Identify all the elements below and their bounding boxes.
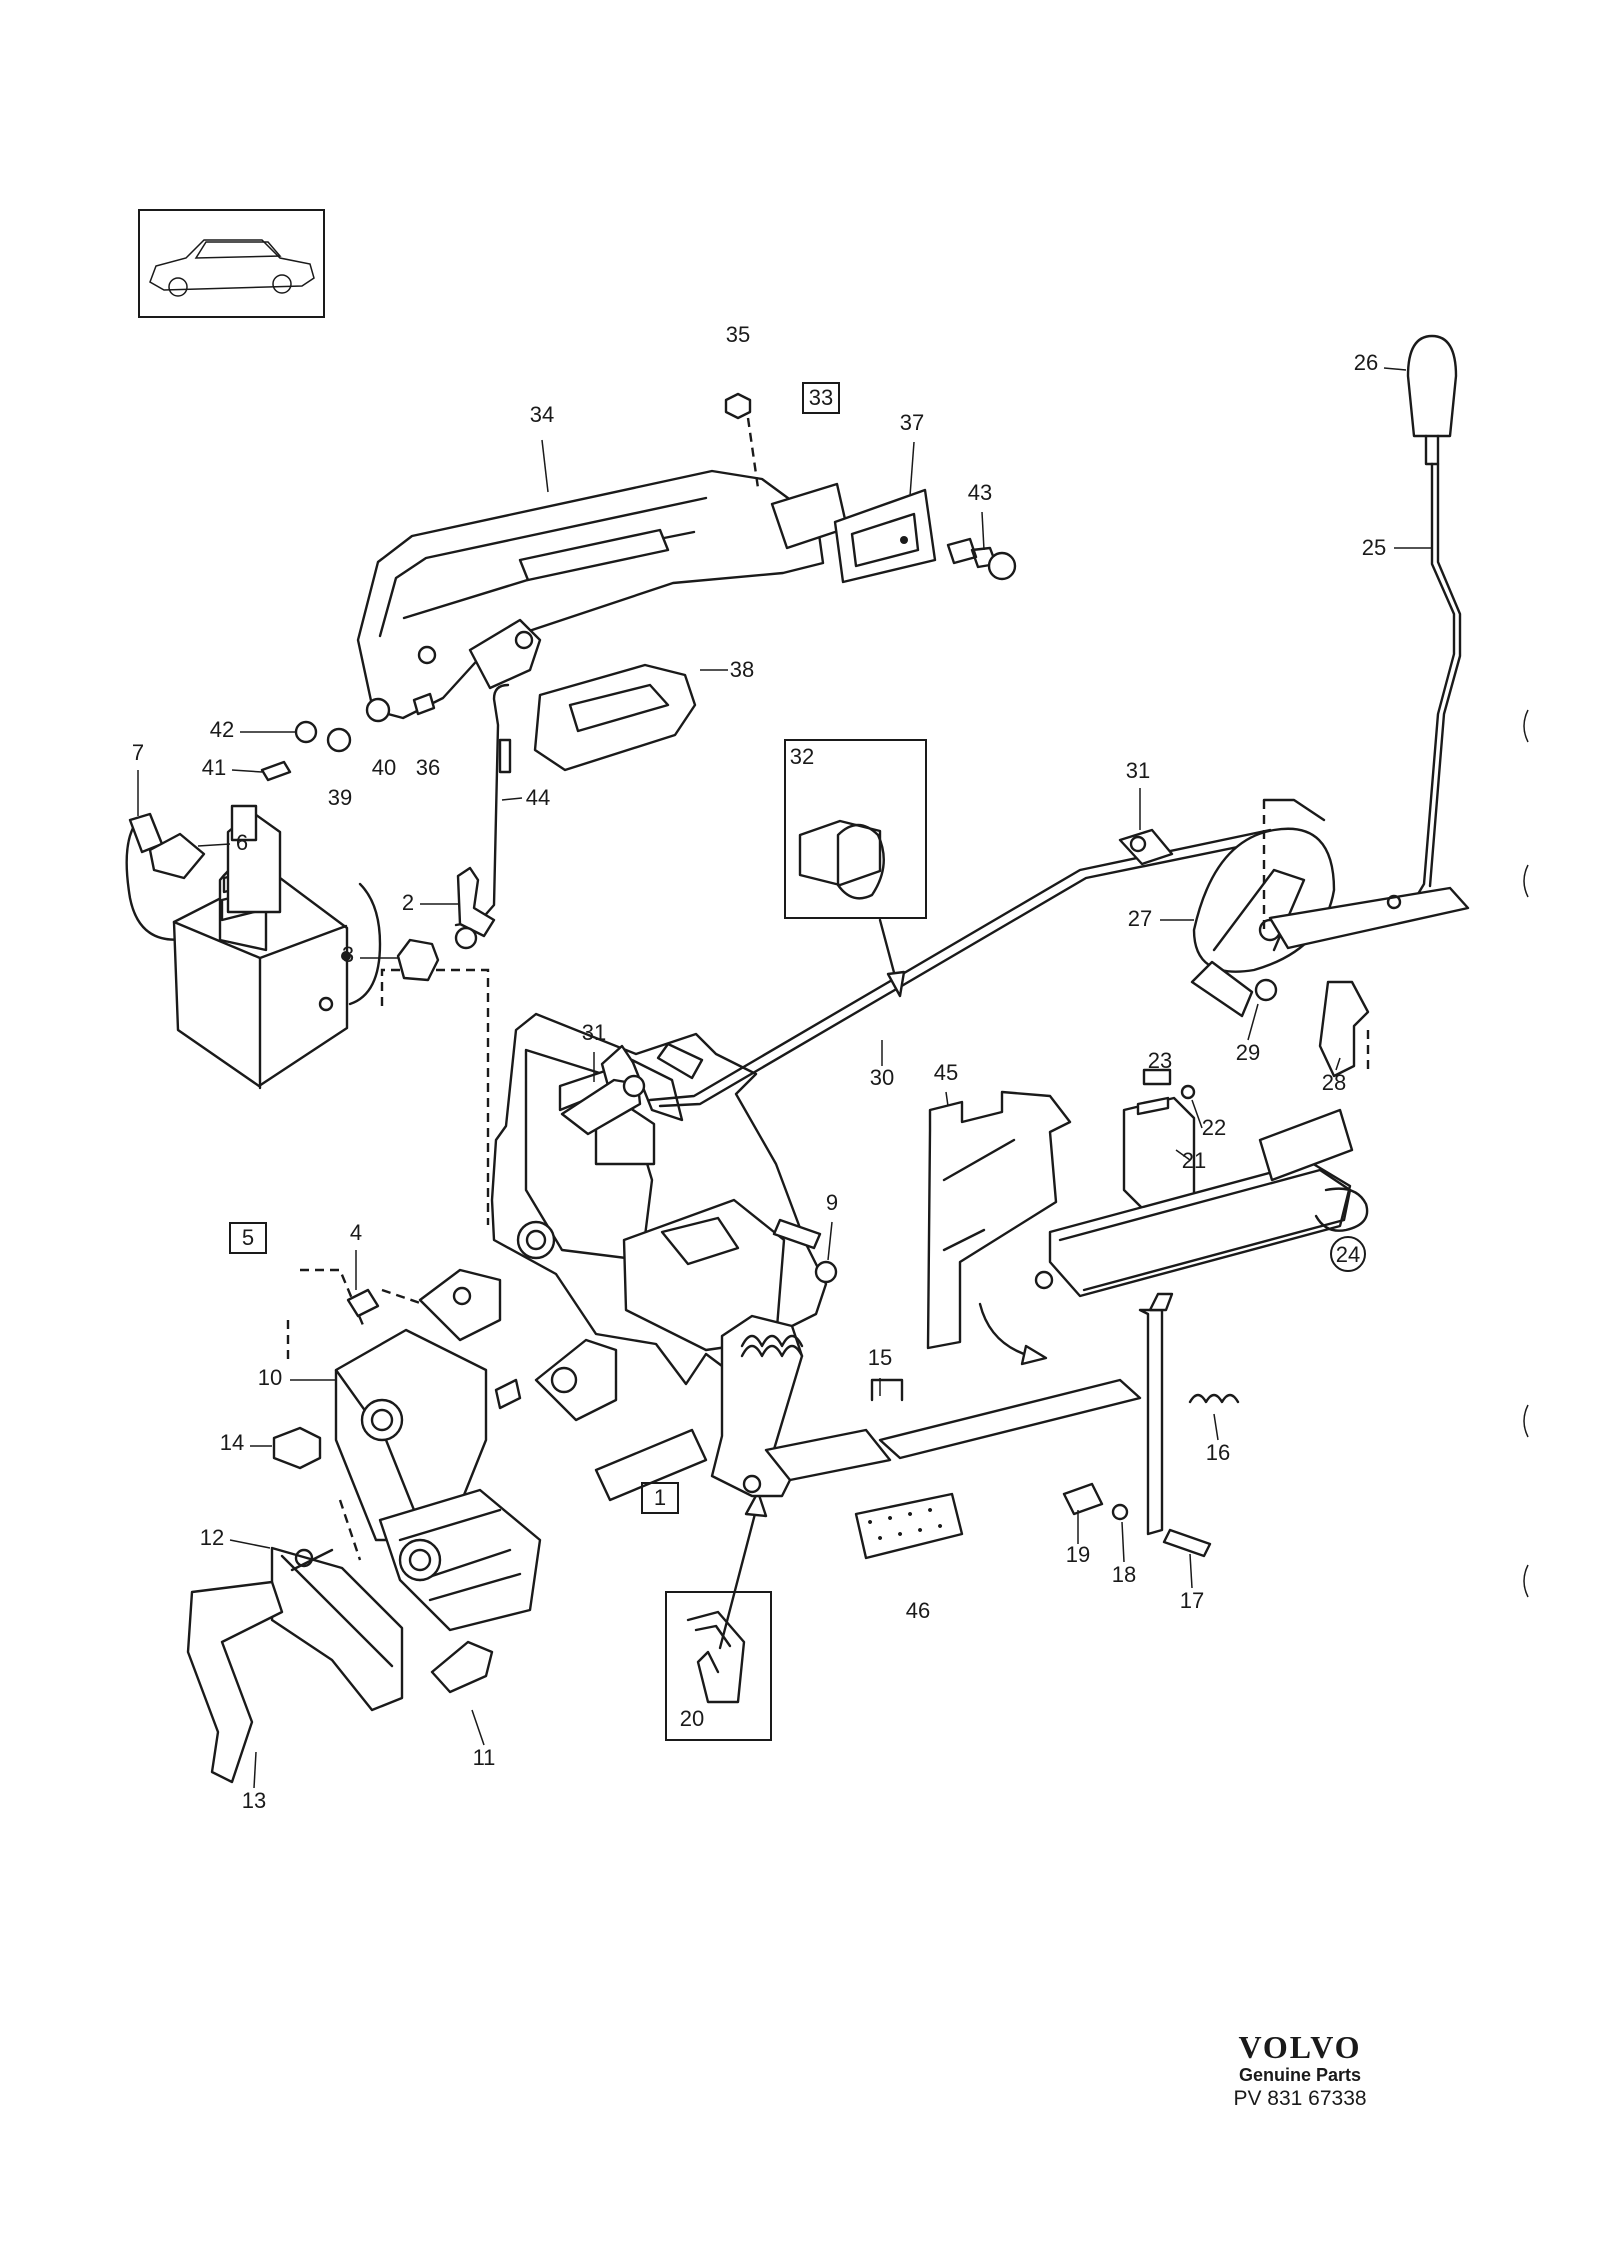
- leader-line-c11: [471, 1709, 485, 1746]
- callout-c35: 35: [726, 322, 750, 347]
- callout-c7: 7: [132, 740, 144, 765]
- callout-c29: 29: [1236, 1040, 1260, 1065]
- volvo-logo: VOLVO: [1238, 2029, 1362, 2065]
- leader-line-c21: [1175, 1149, 1191, 1161]
- callout-box-c33: [802, 382, 840, 414]
- leader-line-c44: [501, 797, 523, 801]
- callout-c37: 37: [900, 410, 924, 435]
- callout-c39: 39: [328, 785, 352, 810]
- lock-knob-and-rod: [1406, 334, 1462, 896]
- callout-c40: 40: [372, 755, 396, 780]
- leader-line-c37: [909, 441, 915, 497]
- leader-line-c41: [231, 769, 263, 773]
- callout-c43: 43: [968, 480, 992, 505]
- callout-c24: 24: [1336, 1242, 1360, 1267]
- callout-c19: 19: [1066, 1542, 1090, 1567]
- leader-line-c34: [541, 439, 549, 493]
- callout-c3: 3: [342, 942, 354, 967]
- callout-c9: 9: [826, 1190, 838, 1215]
- callout-c12: 12: [200, 1525, 224, 1550]
- callout-c23: 23: [1148, 1048, 1172, 1073]
- outer-door-handle: [356, 392, 1017, 772]
- leader-line-c12: [229, 1539, 271, 1549]
- callout-c2: 2: [402, 890, 414, 915]
- handle-fasteners: [260, 692, 436, 782]
- callout-c30: 30: [870, 1065, 894, 1090]
- callout-c28: 28: [1322, 1070, 1346, 1095]
- callout-c20: 20: [680, 1706, 704, 1731]
- callout-c5: 5: [242, 1225, 254, 1250]
- callout-c14: 14: [220, 1430, 244, 1455]
- leader-line-c13: [253, 1751, 257, 1789]
- callout-c31a: 31: [1126, 758, 1150, 783]
- vehicle-thumbnail: [138, 209, 325, 318]
- callout-c1: 1: [654, 1485, 666, 1510]
- callout-c11: 11: [473, 1745, 496, 1770]
- brand-subtitle: Genuine Parts: [1238, 2065, 1362, 2085]
- spring-clip-detail: [665, 1591, 772, 1741]
- callout-c38: 38: [730, 657, 754, 682]
- callout-c16: 16: [1206, 1440, 1230, 1465]
- callout-box-c1: [641, 1482, 679, 1514]
- callout-c25: 25: [1362, 535, 1386, 560]
- long-rod: [648, 828, 1274, 1108]
- shield-plate: [926, 1090, 1072, 1350]
- leader-line-c22: [1191, 1099, 1203, 1129]
- callout-c27: 27: [1128, 906, 1152, 931]
- leader-line-c6: [197, 843, 231, 847]
- leader-line-c29: [1247, 1003, 1259, 1041]
- leader-line-c18: [1121, 1521, 1125, 1563]
- leader-line-c28: [1335, 1057, 1341, 1071]
- callout-c44: 44: [526, 785, 550, 810]
- pointer-arrows: [718, 918, 1048, 1650]
- callout-c18: 18: [1112, 1562, 1136, 1587]
- bracket-lower: [560, 1074, 646, 1136]
- lock-mechanism: [418, 1012, 828, 1502]
- leader-lines: [137, 367, 1432, 1789]
- callout-c42: 42: [210, 717, 234, 742]
- margin-marks: [1523, 709, 1529, 1598]
- callout-c34: 34: [530, 402, 554, 427]
- lower-bracket: [1062, 1292, 1240, 1558]
- callout-c17: 17: [1180, 1588, 1204, 1613]
- door-latch: [186, 1328, 542, 1784]
- clip-detail: [784, 739, 927, 919]
- wire-connector: [125, 812, 242, 941]
- brand-block: VOLVO Genuine Parts PV 831 67338: [1205, 2030, 1395, 2112]
- screws: [346, 1218, 838, 1318]
- lever-and-springs: [710, 1314, 1142, 1498]
- leader-line-c43: [981, 511, 985, 551]
- callout-c36: 36: [416, 755, 440, 780]
- rod-clip: [396, 866, 496, 982]
- callout-circle-c24: [1330, 1236, 1366, 1272]
- actuator-housing: [1034, 1068, 1369, 1298]
- leader-line-c17: [1189, 1553, 1193, 1589]
- diagram-code: PV 831 67338: [1233, 2087, 1367, 2110]
- callout-c22: 22: [1202, 1115, 1226, 1140]
- callout-c45: 45: [934, 1060, 958, 1085]
- callout-c21: 21: [1182, 1148, 1206, 1173]
- leader-line-c26: [1383, 367, 1407, 371]
- callout-c31b: 31: [582, 1020, 606, 1045]
- leader-line-c9: [827, 1221, 833, 1261]
- callout-c13: 13: [242, 1788, 266, 1813]
- foam-pad: [854, 1492, 964, 1560]
- leader-line-c16: [1213, 1413, 1219, 1441]
- callout-c46: 46: [906, 1598, 930, 1623]
- callout-c15: 15: [868, 1345, 892, 1370]
- callout-box-c5: [229, 1222, 267, 1254]
- callout-c10: 10: [258, 1365, 282, 1390]
- callout-c41: 41: [202, 755, 226, 780]
- callout-c32: 32: [790, 744, 814, 769]
- bellcrank: [1118, 798, 1470, 1078]
- leader-line-c45: [945, 1091, 949, 1107]
- lock-motor: [172, 804, 382, 1090]
- callout-c6: 6: [236, 830, 248, 855]
- callout-c4: 4: [350, 1220, 362, 1245]
- callout-c26: 26: [1354, 350, 1378, 375]
- callout-c33: 33: [809, 385, 833, 410]
